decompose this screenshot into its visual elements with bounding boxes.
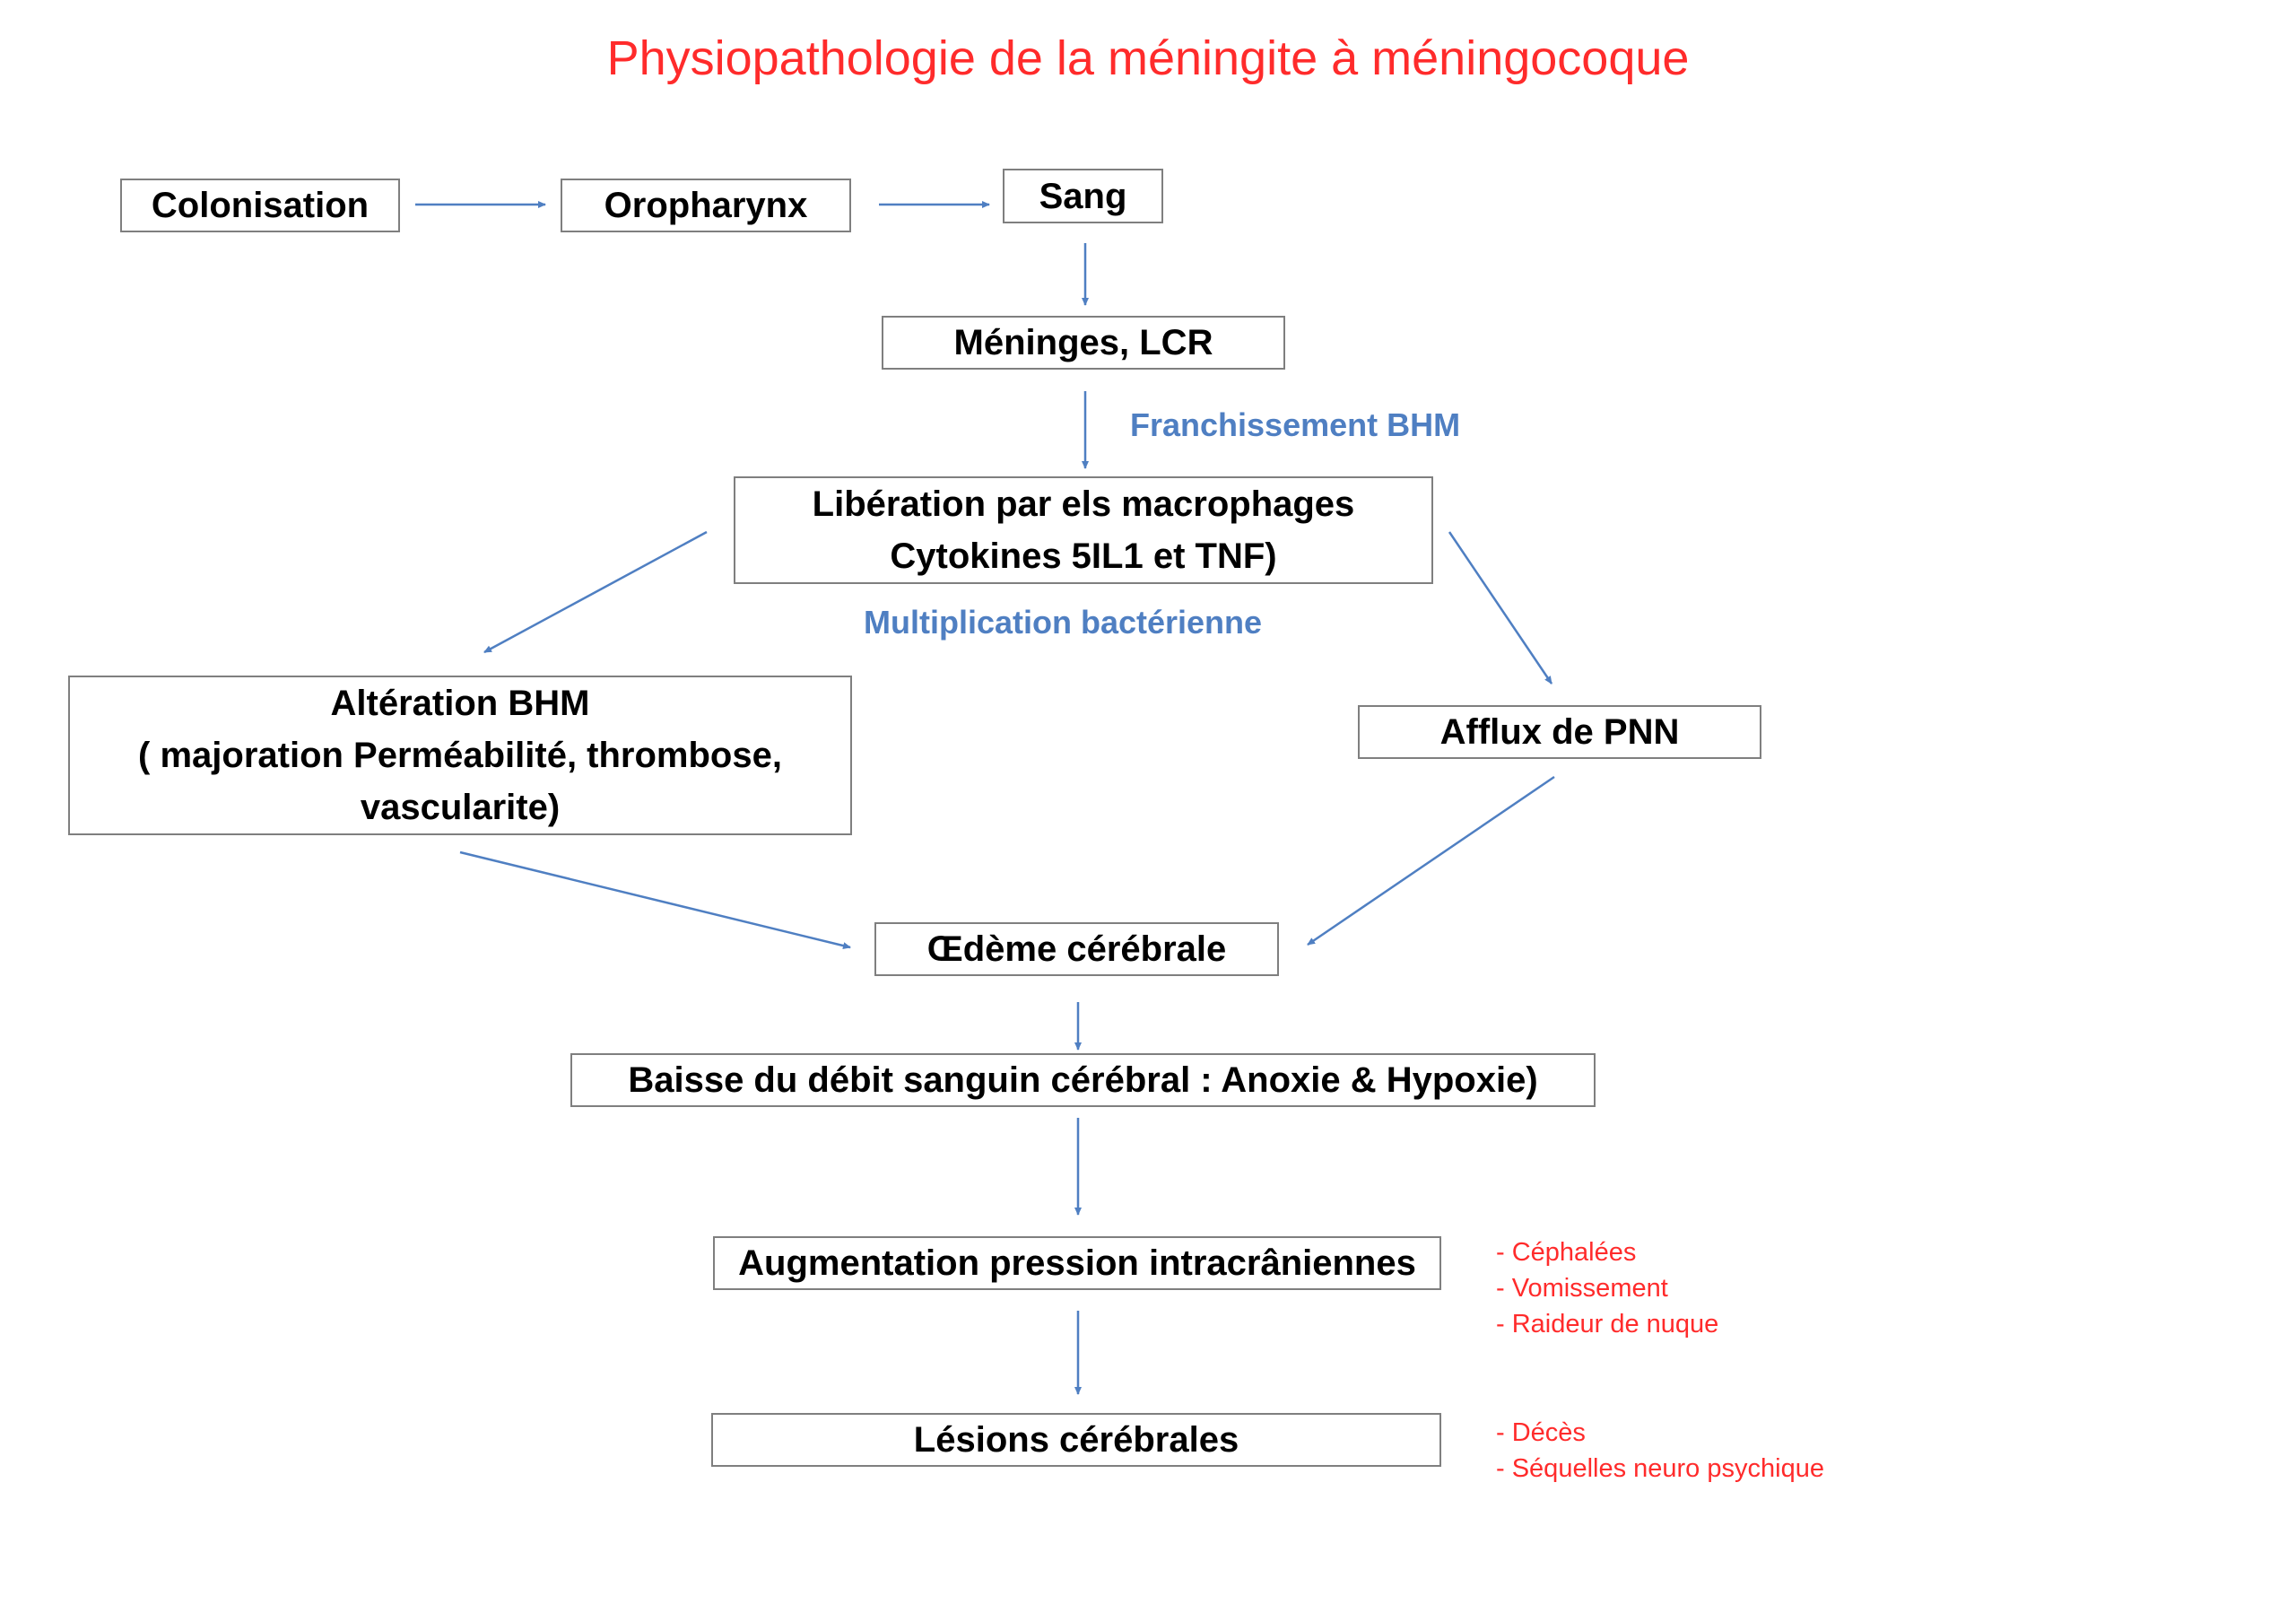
node-oropharynx: Oropharynx [561,179,851,232]
node-colonisation: Colonisation [120,179,400,232]
node-colonisation-label: Colonisation [151,186,370,225]
symptom-note: - Raideur de nuque [1496,1310,1719,1339]
outcomes-notes: - Décès - Séquelles neuro psychique [1496,1415,1824,1487]
symptoms-notes: - Céphalées - Vomissement - Raideur de n… [1496,1234,1718,1342]
node-liberation-line-1: Libération par els macrophages [812,484,1355,524]
outcome-note: - Séquelles neuro psychique [1496,1454,1824,1483]
node-afflux: Afflux de PNN [1358,705,1761,759]
node-meninges: Méninges, LCR [882,316,1285,370]
node-afflux-label: Afflux de PNN [1439,712,1680,752]
node-oedeme-label: Œdème cérébrale [926,929,1227,969]
node-baisse: Baisse du débit sanguin cérébral : Anoxi… [570,1053,1596,1107]
node-liberation-line-2: Cytokines 5IL1 et TNF) [890,536,1277,576]
node-augmentation-label: Augmentation pression intracrâniennes [738,1243,1416,1283]
symptom-note: - Céphalées [1496,1238,1637,1267]
node-oropharynx-label: Oropharynx [604,186,808,225]
node-sang: Sang [1003,169,1163,223]
node-sang-label: Sang [1039,176,1127,216]
node-baisse-label: Baisse du débit sanguin cérébral : Anoxi… [628,1060,1538,1100]
node-meninges-label: Méninges, LCR [953,323,1213,362]
edge-label-multiplication: Multiplication bactérienne [864,604,1263,641]
node-lesions: Lésions cérébrales [711,1413,1441,1467]
node-augmentation: Augmentation pression intracrâniennes [713,1236,1441,1290]
node-alteration-line-1: Altération BHM [330,684,590,723]
node-alteration-line-2: ( majoration Perméabilité, thrombose, [138,736,782,775]
node-liberation: Libération par els macrophages Cytokines… [734,476,1433,584]
arrow-afflux-oedeme [1307,775,1555,946]
node-lesions-label: Lésions cérébrales [913,1420,1239,1460]
arrow-liberation-afflux [1448,531,1553,685]
node-alteration-line-3: vascularite) [360,788,561,827]
arrow-liberation-alteration [483,530,708,654]
symptom-note: - Vomissement [1496,1274,1668,1303]
node-oedeme: Œdème cérébrale [874,922,1279,976]
node-alteration: Altération BHM ( majoration Perméabilité… [68,676,852,835]
edge-label-franchissement: Franchissement BHM [1130,406,1461,443]
outcome-note: - Décès [1496,1418,1586,1447]
diagram-title: Physiopathologie de la méningite à ménin… [606,31,1690,85]
arrow-alteration-oedeme [459,850,851,949]
